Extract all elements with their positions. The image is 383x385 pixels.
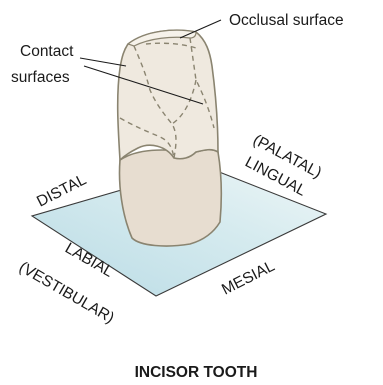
contact-surfaces-label-2: surfaces bbox=[11, 69, 70, 86]
tooth-body bbox=[120, 150, 222, 246]
contact-leader-1 bbox=[80, 58, 126, 66]
contact-surfaces-label-1: Contact bbox=[20, 43, 74, 60]
diagram-caption: INCISOR TOOTH bbox=[135, 364, 258, 381]
occlusal-surface-label: Occlusal surface bbox=[229, 12, 344, 29]
incisor-tooth bbox=[118, 30, 222, 246]
mesial-label: MESIAL bbox=[219, 257, 278, 298]
